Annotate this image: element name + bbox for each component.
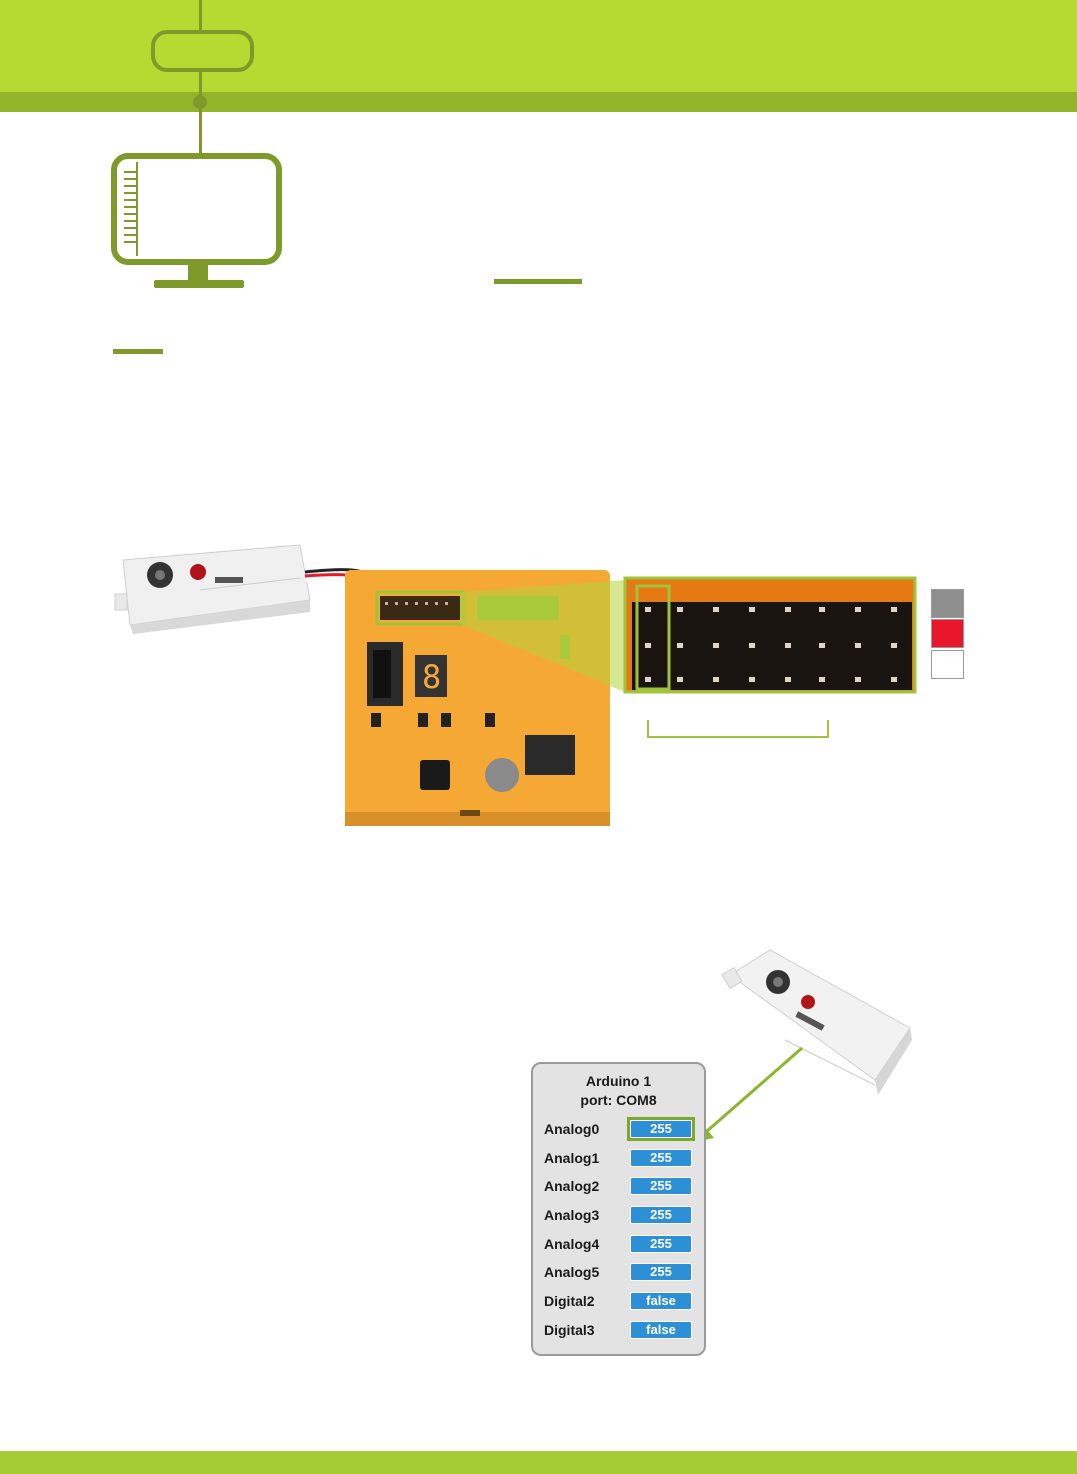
row-value: false [630, 1292, 692, 1311]
row-value: 255 [630, 1177, 692, 1196]
timeline-line [199, 70, 202, 155]
connector-bracket [647, 720, 829, 738]
legend-swatch-red [931, 619, 964, 648]
row-label: Digital2 [544, 1293, 595, 1310]
timeline-dot [193, 95, 207, 109]
row-label: Analog0 [544, 1121, 600, 1137]
row-value: 255 [630, 1206, 692, 1225]
legend-swatch-white [931, 650, 964, 679]
panel-row: Digital2 false [533, 1288, 704, 1317]
row-label: Analog5 [544, 1264, 600, 1281]
panel-row: Analog1 255 [533, 1145, 704, 1174]
row-value: 255 [630, 1148, 692, 1167]
timeline-line [199, 0, 202, 30]
sensor-figure [721, 949, 912, 1095]
header-band [0, 0, 1077, 92]
row-value: 255 [630, 1263, 692, 1282]
panel-title: Arduino 1 [585, 1073, 652, 1089]
row-value: 255 [630, 1120, 692, 1138]
row-value: false [630, 1320, 692, 1339]
panel-port: port: COM8 [580, 1092, 657, 1108]
row-label: Analog4 [544, 1235, 600, 1252]
legend-swatch-gray [931, 589, 964, 618]
board-figure: 8 [114, 544, 917, 826]
header-strip [0, 92, 1077, 112]
accent-rule [113, 349, 163, 354]
arduino-status-panel: Arduino 1 port: COM8 Analog0 255 Analog1… [531, 1062, 706, 1356]
panel-row: Analog2 255 [533, 1173, 704, 1202]
row-label: Analog1 [544, 1149, 600, 1166]
row-label: Analog3 [544, 1207, 600, 1224]
row-value: 255 [630, 1234, 692, 1253]
sensor-module [114, 544, 311, 634]
panel-row: Analog5 255 [533, 1259, 704, 1288]
panel-row: Digital3 false [533, 1317, 704, 1346]
timeline-pill [151, 30, 254, 72]
footer-band [0, 1451, 1077, 1474]
controller-board: 8 [345, 570, 610, 826]
svg-text:8: 8 [422, 658, 441, 696]
panel-row: Analog4 255 [533, 1231, 704, 1260]
panel-row: Analog0 255 [533, 1116, 704, 1145]
monitor-icon [111, 153, 282, 288]
panel-row: Analog3 255 [533, 1202, 704, 1231]
row-label: Digital3 [544, 1321, 595, 1338]
connector-zoom [623, 576, 917, 694]
accent-rule [494, 279, 582, 284]
row-label: Analog2 [544, 1178, 600, 1195]
